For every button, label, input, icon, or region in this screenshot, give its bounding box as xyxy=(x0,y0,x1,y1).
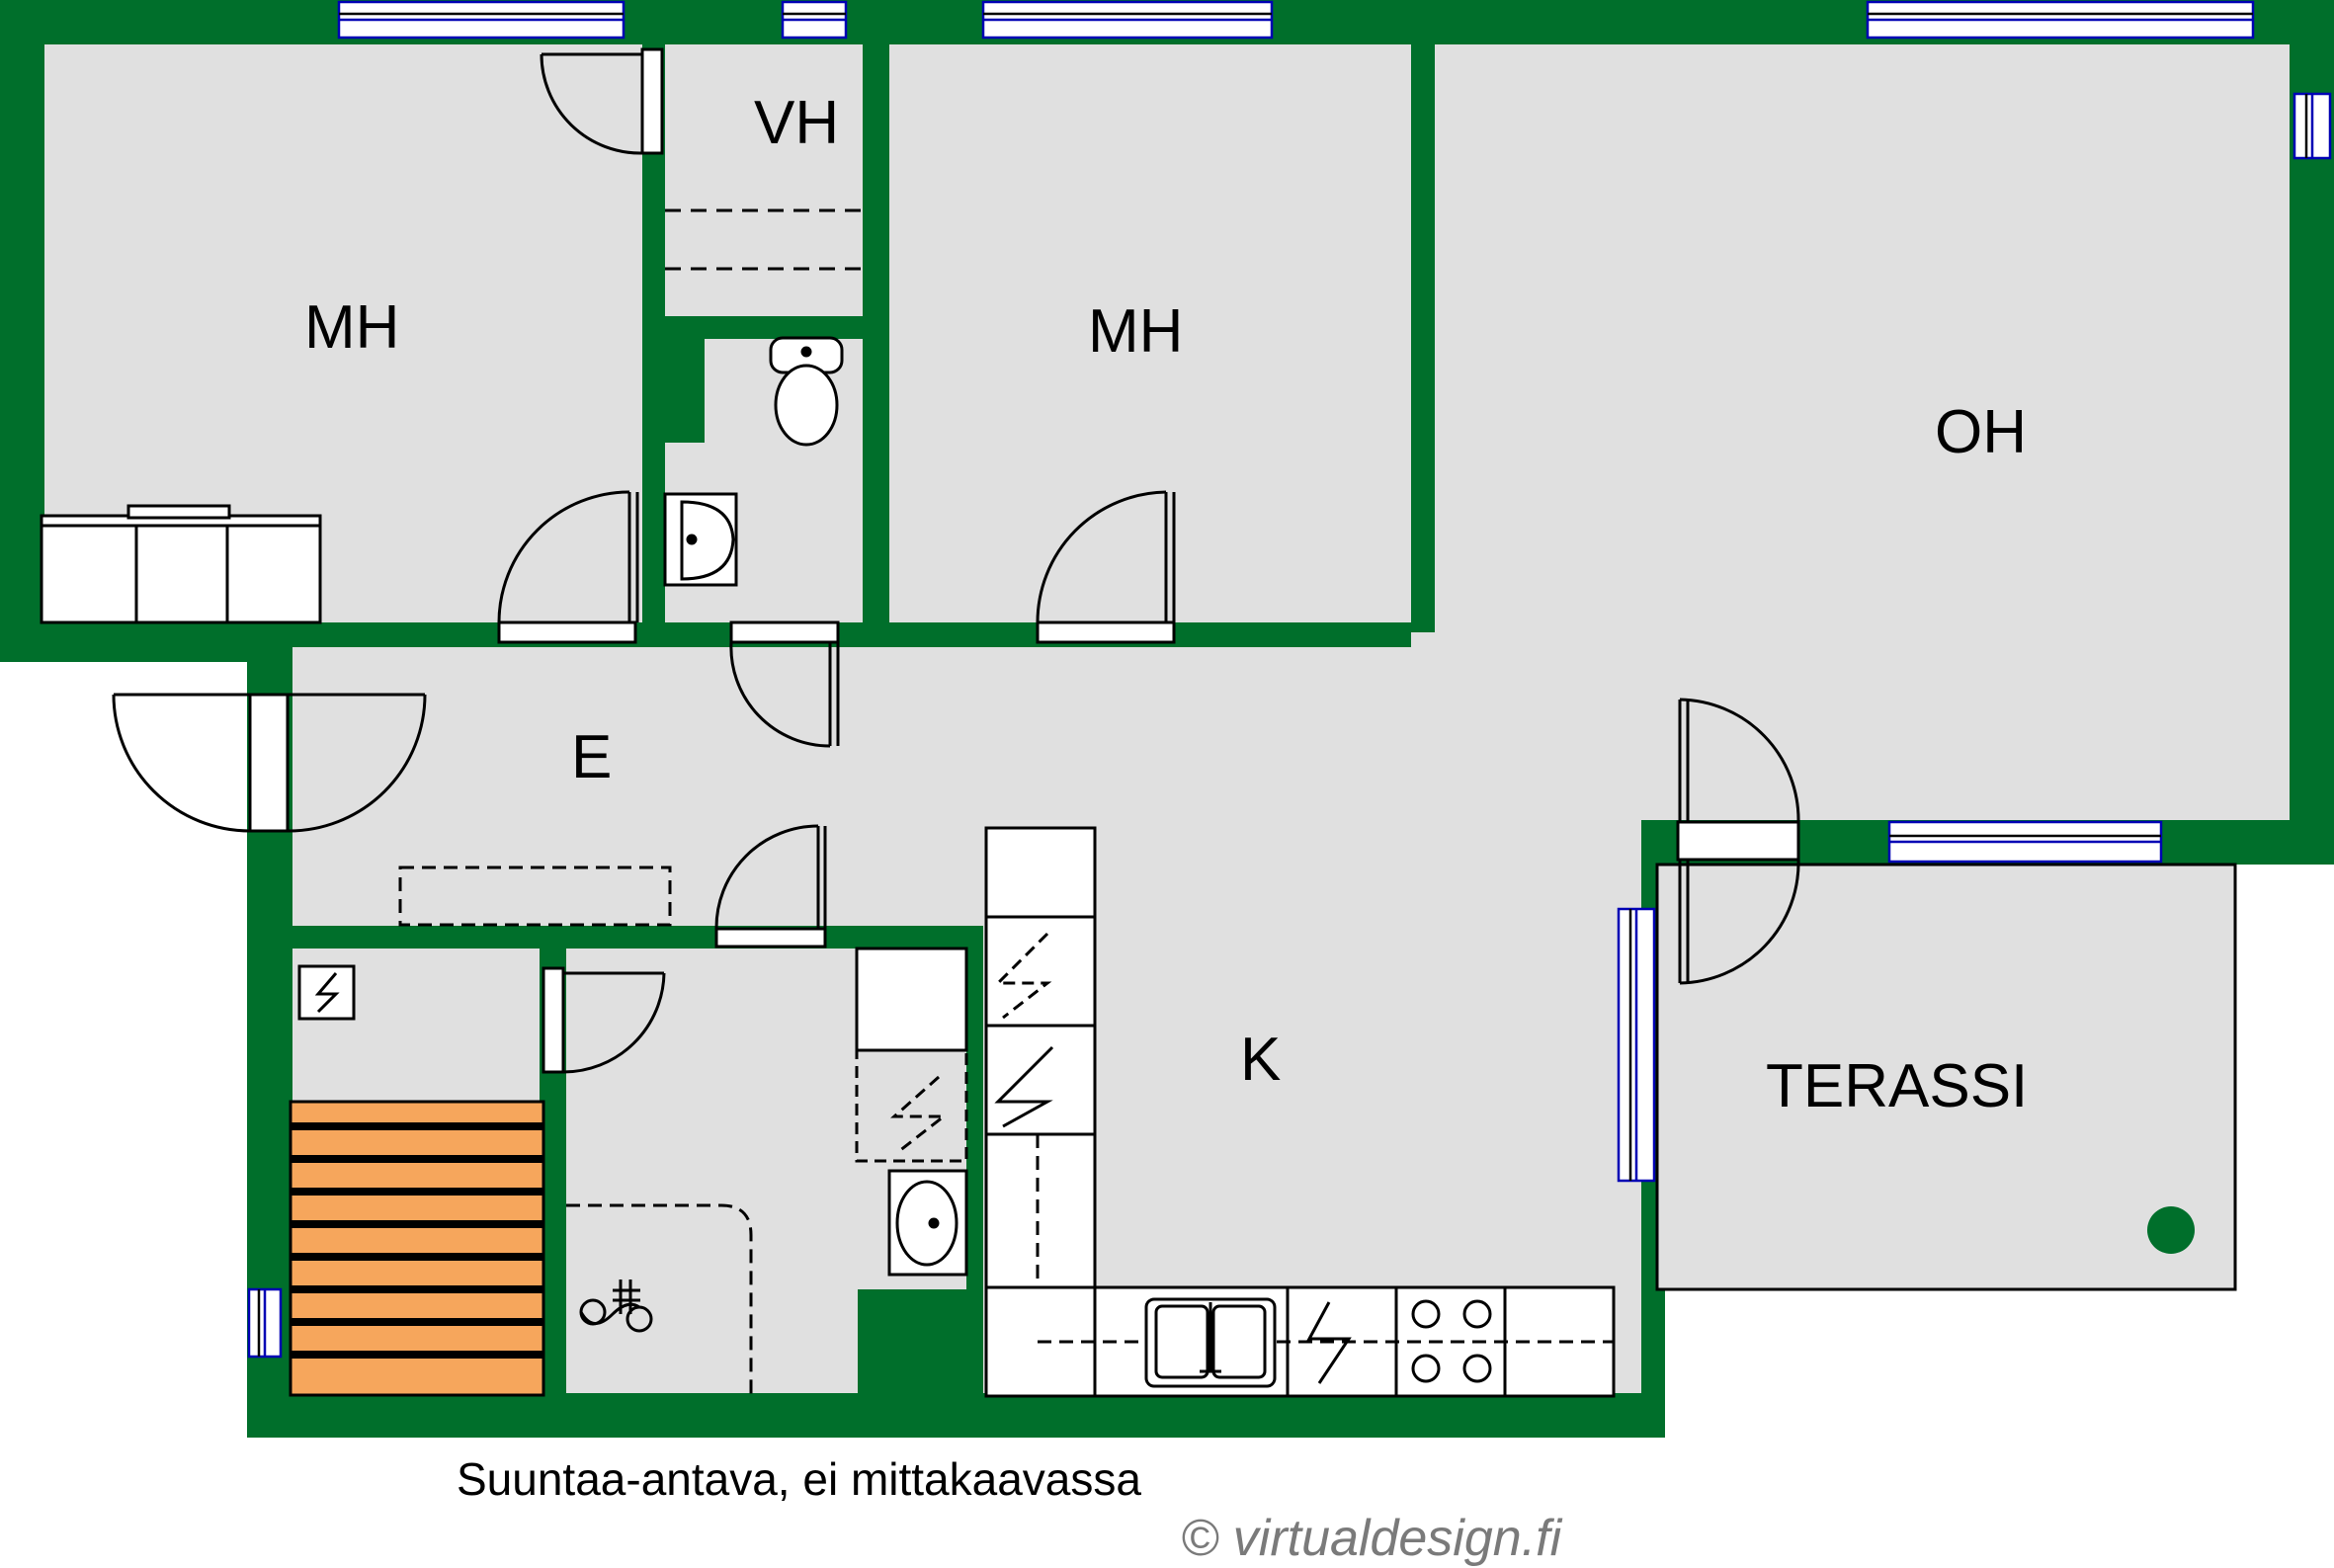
window-mh-mid xyxy=(981,0,1274,40)
door-wc xyxy=(729,620,840,748)
toilet-icon xyxy=(769,336,844,447)
label-e: E xyxy=(571,723,612,791)
label-terassi: TERASSI xyxy=(1766,1052,2028,1120)
electrical-panel-icon xyxy=(297,964,356,1021)
kitchen-sink-icon xyxy=(1144,1297,1277,1388)
window-k-terrace xyxy=(1617,907,1656,1183)
door-bath xyxy=(714,824,827,949)
room-mh-mid xyxy=(889,44,1411,622)
terrace-drain-icon xyxy=(2147,1206,2195,1254)
shower-area xyxy=(566,1203,753,1395)
window-vh xyxy=(781,0,848,40)
wardrobe xyxy=(40,504,322,624)
door-sauna xyxy=(542,966,666,1074)
window-mh-left xyxy=(337,0,625,40)
kitchen-counter xyxy=(984,1285,1616,1398)
bath-appliances xyxy=(855,947,968,1163)
label-k: K xyxy=(1240,1026,1281,1094)
window-sauna xyxy=(247,1287,283,1359)
door-mh-left-top xyxy=(540,47,664,155)
sauna-bench xyxy=(289,1100,545,1397)
window-oh-bottom xyxy=(1887,820,2163,864)
door-entry xyxy=(112,693,427,833)
stove-icon xyxy=(1411,1299,1492,1383)
wc-notch xyxy=(665,339,705,443)
label-oh: OH xyxy=(1935,398,2027,466)
kitchen-cabinets-vertical xyxy=(984,826,1097,1342)
hall-shelf xyxy=(398,866,672,927)
credit-text: © virtualdesign.fi xyxy=(1181,1510,1563,1567)
door-terrace xyxy=(1676,698,1800,985)
bath-pillar xyxy=(858,1289,966,1393)
label-mh-left: MH xyxy=(304,293,399,362)
doors xyxy=(112,47,1800,1074)
bath-sink-icon xyxy=(887,1169,968,1277)
disclaimer-text: Suuntaa-antava, ei mittakaavassa xyxy=(457,1453,1141,1505)
room-oh-k-join xyxy=(1411,632,1641,830)
label-vh: VH xyxy=(754,89,839,157)
vh-shelves xyxy=(665,208,863,271)
room-vh xyxy=(665,44,863,316)
label-mh-mid: MH xyxy=(1088,297,1183,366)
wc-sink-icon xyxy=(663,492,738,587)
windows xyxy=(247,0,2332,1359)
door-mh-left-bottom xyxy=(497,490,639,644)
door-mh-mid xyxy=(1036,490,1176,644)
shower-icon xyxy=(579,1279,653,1333)
window-oh-right xyxy=(2292,92,2332,160)
terrace-outline xyxy=(1655,863,2237,1291)
dishwasher-icon xyxy=(1306,1301,1352,1384)
window-oh-top xyxy=(1866,0,2255,40)
